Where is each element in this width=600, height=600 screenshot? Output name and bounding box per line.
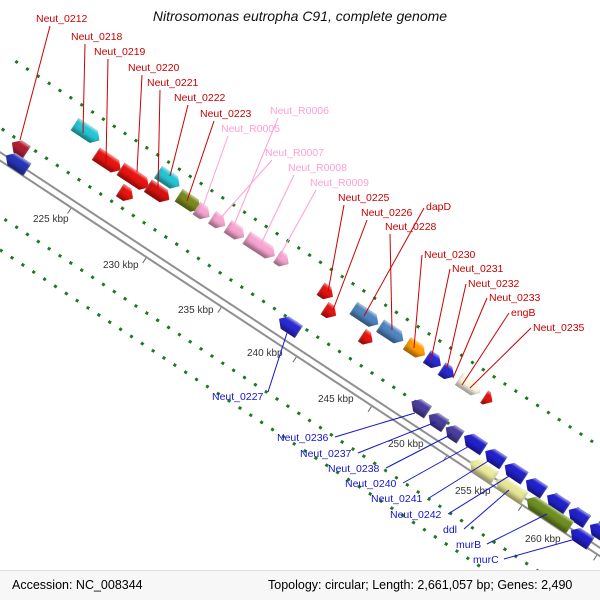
ruler-tick	[367, 406, 372, 412]
gene-label-Neut_0221[interactable]: Neut_0221	[147, 77, 199, 89]
gene-label-dapD[interactable]: dapD	[426, 201, 452, 213]
scale-label-260-kbp: 260 kbp	[525, 534, 561, 545]
gene-label-Neut_0237[interactable]: Neut_0237	[300, 448, 352, 460]
gene-label-Neut_0238[interactable]: Neut_0238	[328, 463, 380, 475]
gene-label-Neut_0231[interactable]: Neut_0231	[452, 263, 504, 275]
scale-label-240-kbp: 240 kbp	[247, 348, 283, 359]
ruler-tick	[292, 356, 297, 363]
ruler-tick	[442, 455, 447, 462]
gene-arrow-Neut_0218[interactable]	[70, 118, 103, 147]
gene-label-Neut_R0007[interactable]: Neut_R0007	[265, 147, 324, 159]
gene-arrow[interactable]	[358, 329, 377, 349]
genome-ruler	[0, 130, 600, 600]
ruler-tick	[517, 505, 523, 512]
gene-label-Neut_0230[interactable]: Neut_0230	[424, 249, 476, 261]
gene-label-Neut_0236[interactable]: Neut_0236	[277, 432, 329, 444]
gene-label-Neut_0225[interactable]: Neut_0225	[338, 192, 390, 204]
gene-arrow[interactable]	[116, 184, 138, 205]
gene-label-Neut_0218[interactable]: Neut_0218	[71, 31, 123, 43]
gene-label-Neut_0242[interactable]: Neut_0242	[390, 509, 442, 521]
gene-arrow-Neut_0228[interactable]	[376, 319, 408, 347]
gene-arrow-Neut_R0009[interactable]	[273, 250, 293, 270]
gene-label-murB[interactable]: murB	[456, 539, 482, 551]
page-title: Nitrosomonas eutropha C91, complete geno…	[152, 8, 448, 24]
gene-arrow[interactable]	[480, 390, 497, 408]
gene-arrow-Neut_R0008[interactable]	[242, 231, 279, 262]
gene-label-Neut_0222[interactable]: Neut_0222	[174, 92, 226, 104]
scale-label-225-kbp: 225 kbp	[33, 214, 69, 225]
gene-label-engB[interactable]: engB	[511, 307, 536, 319]
gene-label-Neut_0232[interactable]: Neut_0232	[468, 278, 520, 290]
gene-arrow-Neut_0230[interactable]	[403, 337, 430, 362]
ruler-tick	[593, 555, 598, 561]
gene-label-Neut_0241[interactable]: Neut_0241	[371, 493, 423, 505]
gene-label-Neut_0220[interactable]: Neut_0220	[128, 62, 180, 74]
gene-label-Neut_R0008[interactable]: Neut_R0008	[288, 162, 347, 174]
gene-label-Neut_0223[interactable]: Neut_0223	[200, 108, 252, 120]
tick-row-below-far	[0, 198, 600, 600]
gene-arrow-dapD[interactable]	[349, 302, 382, 331]
gene-label-ddl[interactable]: ddl	[443, 524, 458, 536]
topology-text: Topology: circular; Length: 2,661,057 bp…	[268, 578, 573, 592]
ruler-tick	[217, 307, 222, 313]
scale-label-245-kbp: 245 kbp	[318, 394, 354, 405]
gene-label-Neut_0233[interactable]: Neut_0233	[489, 292, 541, 304]
gene-label-Neut_0219[interactable]: Neut_0219	[94, 46, 146, 58]
gene-label-Neut_0212[interactable]: Neut_0212	[36, 13, 88, 25]
gene-label-murC[interactable]: murC	[473, 554, 499, 566]
scale-label-250-kbp: 250 kbp	[388, 439, 424, 450]
scale-label-255-kbp: 255 kbp	[455, 486, 491, 497]
ruler-tick	[142, 257, 147, 264]
gene-arrow-Neut_0225[interactable]	[316, 282, 337, 303]
gene-arrow-Neut_R0006[interactable]	[223, 220, 248, 244]
scale-label-235-kbp: 235 kbp	[178, 305, 214, 316]
ruler-tick	[67, 208, 72, 214]
gene-label-Neut_R0005[interactable]: Neut_R0005	[221, 123, 280, 135]
accession-text: Accession: NC_008344	[12, 578, 143, 592]
gene-label-Neut_0227[interactable]: Neut_0227	[212, 391, 264, 403]
gene-label-Neut_R0006[interactable]: Neut_R0006	[270, 105, 329, 117]
gene-label-Neut_0228[interactable]: Neut_0228	[385, 221, 437, 233]
gene-label-Neut_0226[interactable]: Neut_0226	[361, 207, 413, 219]
scale-label-230-kbp: 230 kbp	[103, 260, 139, 271]
gene-label-Neut_0235[interactable]: Neut_0235	[533, 322, 585, 334]
gene-label-Neut_0240[interactable]: Neut_0240	[345, 478, 397, 490]
gene-arrow-Neut_0235[interactable]	[455, 372, 485, 399]
gene-label-Neut_R0009[interactable]: Neut_R0009	[310, 177, 369, 189]
gene-arrow-Neut_0226[interactable]	[320, 302, 340, 322]
status-bar: Accession: NC_008344 Topology: circular;…	[0, 570, 600, 600]
